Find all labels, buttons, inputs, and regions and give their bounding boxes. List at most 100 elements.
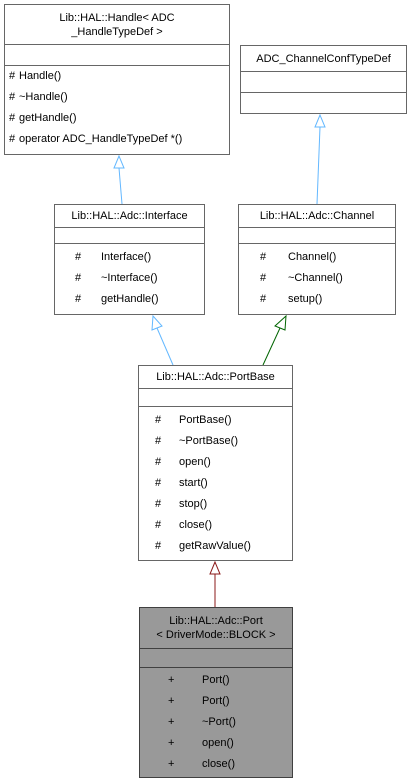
operation: # setup() <box>239 289 395 310</box>
edge-interface-to-handle-arrow <box>113 154 125 169</box>
visibility-marker: # <box>155 498 162 510</box>
operation-name: getHandle() <box>19 112 77 124</box>
class-box-portbase[interactable]: Lib::HAL::Adc::PortBase #PortBase() #~Po… <box>138 365 293 561</box>
class-title: ADC_ChannelConfTypeDef <box>241 46 406 72</box>
visibility-marker: # <box>155 414 162 426</box>
edge-portbase-to-interface <box>156 327 174 366</box>
visibility-marker: # <box>155 519 162 531</box>
operation-name: Port() <box>202 674 230 686</box>
visibility-marker: # <box>260 251 267 263</box>
class-box-adc-channel-conf[interactable]: ADC_ChannelConfTypeDef <box>240 45 407 114</box>
class-title-line: Lib::HAL::Adc::PortBase <box>156 371 275 383</box>
operation: #~Interface() <box>55 268 204 289</box>
class-title-line: Lib::HAL::Adc::Channel <box>259 210 375 222</box>
visibility-marker: # <box>9 112 16 124</box>
operations-section: #Handle() #~Handle() #getHandle() #opera… <box>5 66 229 150</box>
visibility-marker: # <box>9 91 16 103</box>
operation: # stop() <box>139 494 292 515</box>
operation: + Port() <box>140 670 292 691</box>
operations-section: +Port() +Port() +~Port() +open() +close(… <box>140 668 292 775</box>
edge-channel-to-conf-arrow <box>314 113 326 128</box>
class-title: Lib::HAL::Adc::Interface <box>55 205 204 228</box>
operation: # ~PortBase() <box>139 431 292 452</box>
operation: # close() <box>139 515 292 536</box>
operation: # getHandle() <box>55 289 204 310</box>
operations-section: # Interface() #~Interface() # getHandle() <box>55 244 204 310</box>
visibility-marker: # <box>155 435 162 447</box>
class-title: Lib::HAL::Adc::Channel <box>239 205 395 228</box>
operation-name: operator ADC_HandleTypeDef *() <box>19 133 183 145</box>
class-title: Lib::HAL::Adc::Port < DriverMode::BLOCK … <box>140 608 292 649</box>
operation-name: setup() <box>288 293 323 305</box>
class-title-line: < DriverMode::BLOCK > <box>156 629 276 641</box>
operation-name: Interface() <box>101 251 152 263</box>
class-box-channel[interactable]: Lib::HAL::Adc::Channel #Channel() #~Chan… <box>238 204 396 315</box>
operation-name: Port() <box>202 695 230 707</box>
operation-name: start() <box>179 477 208 489</box>
operation-name: stop() <box>179 498 208 510</box>
operations-section: # PortBase() # ~PortBase() # open() # start(… <box>139 407 292 557</box>
edge-portbase-to-channel <box>262 327 281 366</box>
edge-portbase-to-channel-arrow <box>274 314 287 331</box>
visibility-marker: # <box>75 272 82 284</box>
operation: # open() <box>139 452 292 473</box>
class-box-port-block[interactable]: Lib::HAL::Adc::Port < DriverMode::BLOCK … <box>139 607 293 778</box>
operation: + Port() <box>140 691 292 712</box>
operation-name: ~PortBase() <box>179 435 238 447</box>
visibility-marker: + <box>168 695 175 707</box>
class-title-line: _HandleTypeDef > <box>71 25 163 38</box>
operation: # Interface() <box>55 247 204 268</box>
visibility-marker: # <box>260 293 267 305</box>
class-title-line: Lib::HAL::Adc::Port <box>169 615 263 627</box>
operations-section <box>241 93 406 96</box>
edge-interface-to-handle <box>118 167 123 205</box>
visibility-marker: + <box>168 716 175 728</box>
operation: # Channel() <box>239 247 395 268</box>
operation-name: ~Port() <box>202 716 236 728</box>
edge-channel-to-conf <box>316 126 321 205</box>
class-box-interface[interactable]: Lib::HAL::Adc::Interface # Interface() #~… <box>54 204 205 315</box>
operation: #getHandle() <box>5 108 229 129</box>
visibility-marker: # <box>75 293 82 305</box>
visibility-marker: + <box>168 737 175 749</box>
operation-name: PortBase() <box>179 414 232 426</box>
operation-name: close() <box>202 758 236 770</box>
operation: #~Handle() <box>5 87 229 108</box>
visibility-marker: # <box>260 272 267 284</box>
operation-name: close() <box>179 519 213 531</box>
class-title-line: Lib::HAL::Handle< ADC <box>59 11 175 24</box>
operation: # getRawValue() <box>139 536 292 557</box>
visibility-marker: # <box>155 540 162 552</box>
class-box-handle[interactable]: Lib::HAL::Handle< ADC _HandleTypeDef > #… <box>4 4 230 155</box>
visibility-marker: + <box>168 674 175 686</box>
operation: + ~Port() <box>140 712 292 733</box>
class-title-line: ADC_ChannelConfTypeDef <box>256 52 391 65</box>
attributes-section <box>241 72 406 93</box>
operation-name: getRawValue() <box>179 540 251 552</box>
attributes-section <box>139 389 292 407</box>
operation-name: Handle() <box>19 70 62 82</box>
operation: # PortBase() <box>139 410 292 431</box>
attributes-section <box>239 228 395 244</box>
operation: #operator ADC_HandleTypeDef *() <box>5 129 229 150</box>
operation: # start() <box>139 473 292 494</box>
edge-portbase-to-interface-arrow <box>151 314 163 331</box>
edge-port-to-portbase-arrow <box>209 560 221 575</box>
operation-name: Channel() <box>288 251 337 263</box>
operation-name: ~Channel() <box>288 272 343 284</box>
operation-name: ~Handle() <box>19 91 68 103</box>
visibility-marker: # <box>75 251 82 263</box>
operation-name: open() <box>179 456 211 468</box>
visibility-marker: # <box>155 456 162 468</box>
visibility-marker: # <box>155 477 162 489</box>
operation: +close() <box>140 754 292 775</box>
operation: #Handle() <box>5 66 229 87</box>
class-title: Lib::HAL::Handle< ADC _HandleTypeDef > <box>5 5 229 45</box>
visibility-marker: # <box>9 70 16 82</box>
operations-section: # Channel() # ~Channel() # setup() <box>239 244 395 310</box>
attributes-section <box>5 45 229 66</box>
attributes-section <box>55 228 204 244</box>
operation-name: getHandle() <box>101 293 159 305</box>
class-title-line: Lib::HAL::Adc::Interface <box>71 210 188 222</box>
attributes-section <box>140 649 292 668</box>
